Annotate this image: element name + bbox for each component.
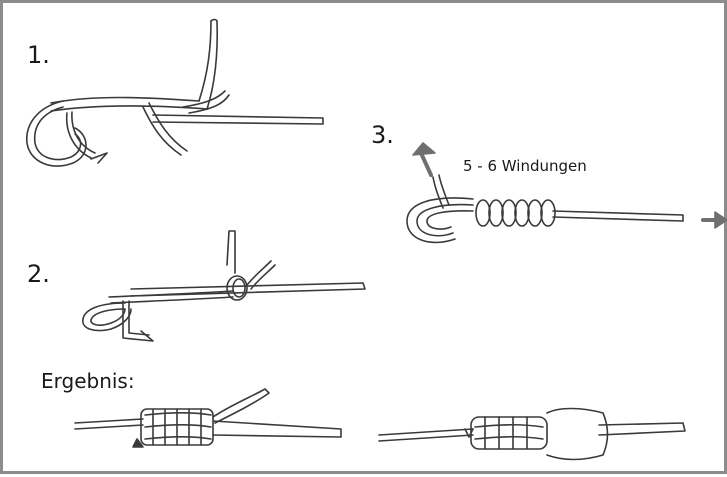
result-label: Ergebnis:	[41, 369, 135, 393]
knot-illustration	[3, 3, 727, 477]
step-2-label: 2.	[27, 260, 50, 288]
step-2-drawing	[83, 231, 365, 341]
windings-note: 5 - 6 Windungen	[463, 157, 587, 175]
step-1-label: 1.	[27, 41, 50, 69]
result-drawing	[75, 389, 685, 460]
step-3-label: 3.	[371, 121, 394, 149]
step-1-drawing	[27, 20, 323, 167]
